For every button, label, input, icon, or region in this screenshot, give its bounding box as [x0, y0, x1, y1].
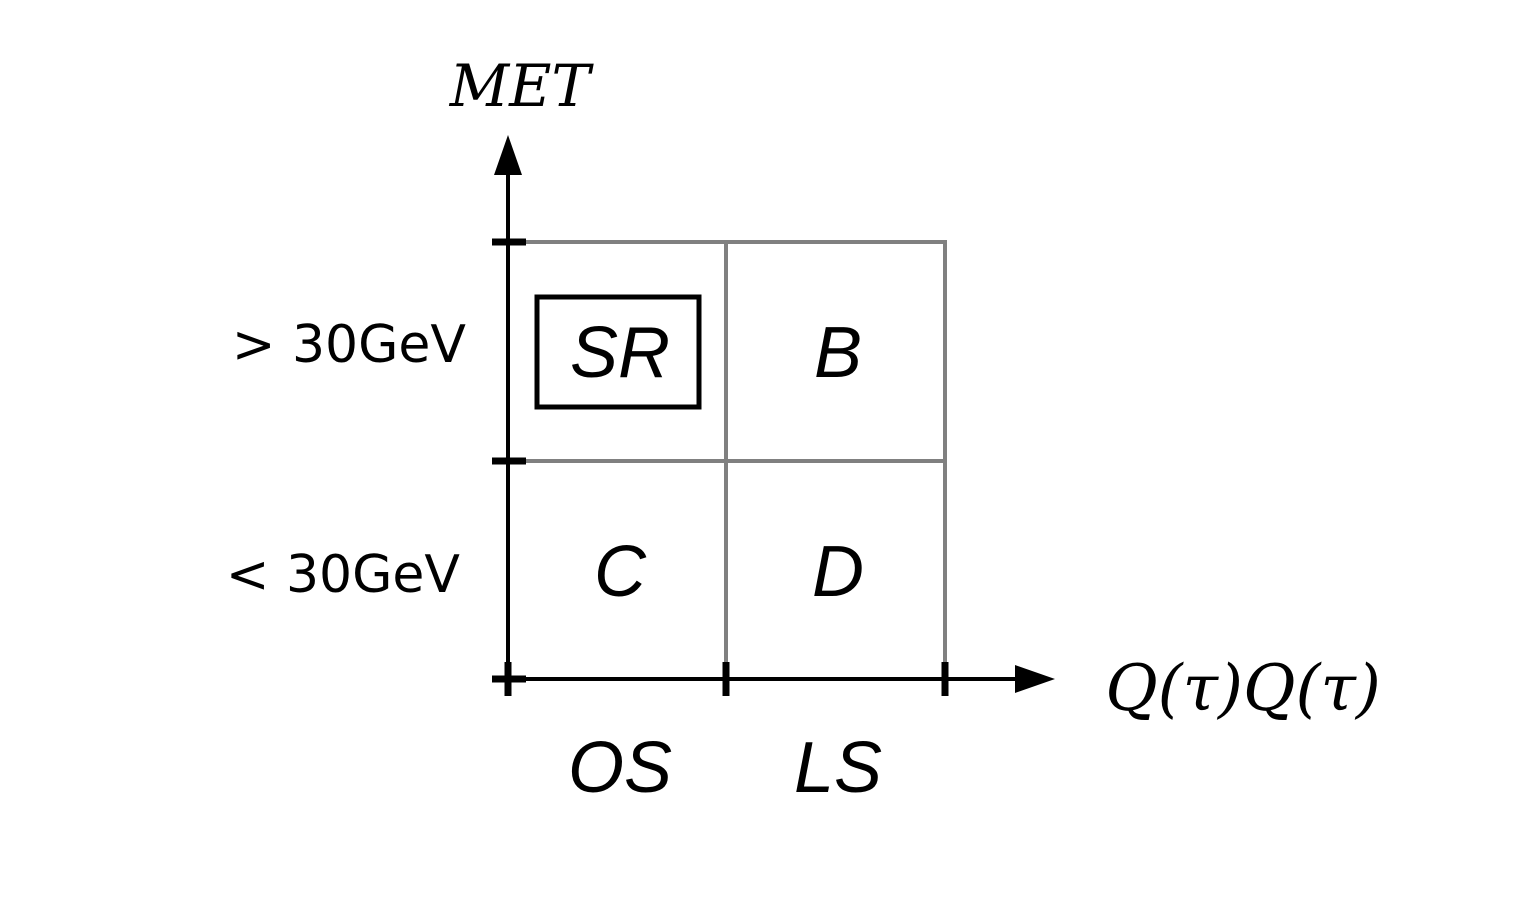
x-axis-label: Q(τ)Q(τ): [1105, 652, 1381, 726]
x-tick-label-os: OS: [568, 728, 672, 808]
region-label-c: C: [594, 532, 647, 612]
signal-region-highlight-box: [534, 294, 702, 410]
y-axis-arrow-icon: [494, 135, 522, 175]
x-axis: Q(τ)Q(τ) OS LS: [504, 652, 1381, 808]
x-axis-arrow-icon: [1015, 665, 1055, 693]
y-tick-label-high: > 30GeV: [232, 315, 467, 375]
y-tick-label-low: < 30GeV: [226, 545, 461, 605]
y-axis: MET > 30GeV < 30GeV: [226, 52, 595, 683]
region-label-d: D: [812, 532, 864, 612]
region-grid: [506, 240, 947, 681]
region-labels: SR B C D: [534, 294, 864, 612]
region-label-b: B: [814, 313, 862, 393]
region-label-sr: SR: [570, 313, 670, 393]
x-tick-label-ls: LS: [794, 728, 882, 808]
y-axis-label: MET: [449, 52, 595, 120]
